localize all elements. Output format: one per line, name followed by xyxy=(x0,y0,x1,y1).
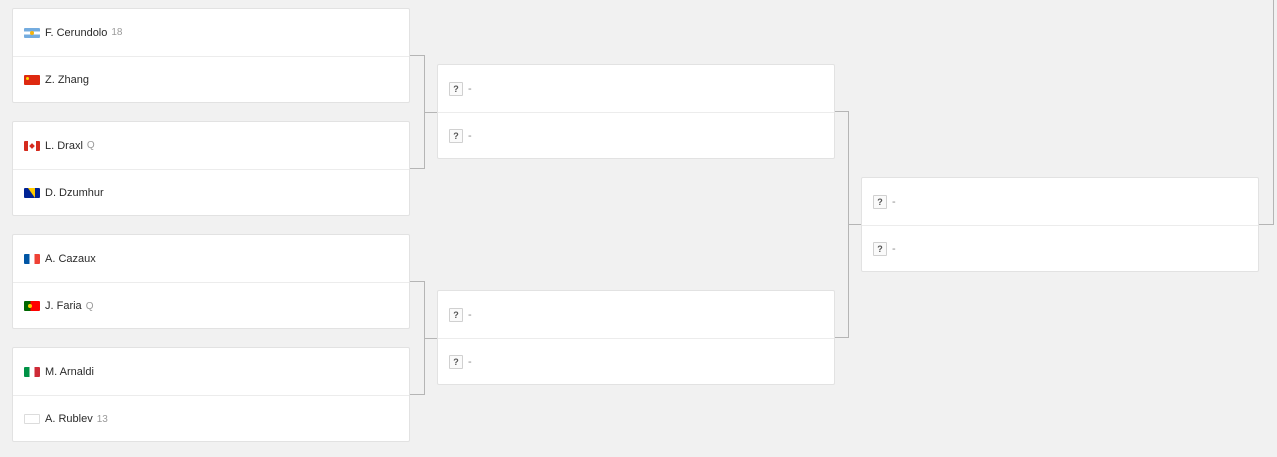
player-seed: 18 xyxy=(111,27,123,38)
player-qualifier-tag: Q xyxy=(86,140,95,151)
tbd-row[interactable]: ? - xyxy=(438,291,834,338)
bracket-connector xyxy=(1273,0,1274,225)
tbd-placeholder: - xyxy=(892,195,896,208)
player-name: J. Faria xyxy=(45,300,82,312)
bracket-connector xyxy=(1259,224,1273,225)
tbd-row[interactable]: ? - xyxy=(438,112,834,159)
tbd-placeholder: - xyxy=(468,308,472,321)
tbd-row[interactable]: ? - xyxy=(438,65,834,112)
tbd-row[interactable]: ? - xyxy=(862,178,1258,225)
player-row[interactable]: Z. Zhang xyxy=(13,56,409,103)
blank-flag-icon xyxy=(24,414,40,424)
bracket-connector xyxy=(425,338,437,339)
player-row[interactable]: D. Dzumhur xyxy=(13,169,409,216)
unknown-player-icon: ? xyxy=(449,129,463,143)
player-row[interactable]: A. Rublev 13 xyxy=(13,395,409,442)
unknown-player-icon: ? xyxy=(873,242,887,256)
player-name: A. Cazaux xyxy=(45,252,96,265)
portugal-flag-icon xyxy=(24,301,40,311)
round1-match-4: M. Arnaldi A. Rublev 13 xyxy=(12,347,410,442)
tbd-placeholder: - xyxy=(468,356,472,368)
player-row[interactable]: M. Arnaldi xyxy=(13,348,409,395)
player-row[interactable]: A. Cazaux xyxy=(13,235,409,282)
player-name: D. Dzumhur xyxy=(45,187,104,199)
france-flag-icon xyxy=(24,253,40,264)
china-flag-icon xyxy=(24,75,40,85)
tbd-row[interactable]: ? - xyxy=(438,338,834,385)
unknown-player-icon: ? xyxy=(449,81,463,96)
canada-flag-icon xyxy=(24,140,40,151)
unknown-player-icon: ? xyxy=(449,307,463,322)
round1-match-3: A. Cazaux J. Faria Q xyxy=(12,234,410,329)
bracket-connector xyxy=(410,55,425,169)
bracket-connector xyxy=(425,112,437,113)
italy-flag-icon xyxy=(24,366,40,377)
player-name: Z. Zhang xyxy=(45,74,90,86)
player-name: F. Cerundolo xyxy=(45,26,108,39)
argentina-flag-icon xyxy=(24,27,40,38)
player-name: A. Rublev xyxy=(45,413,93,425)
tbd-placeholder: - xyxy=(892,243,896,255)
round1-match-1: F. Cerundolo 18 Z. Zhang xyxy=(12,8,410,103)
tbd-row[interactable]: ? - xyxy=(862,225,1258,272)
player-row[interactable]: L. Draxl Q xyxy=(13,122,409,169)
bosnia-flag-icon xyxy=(24,188,40,198)
player-name: L. Draxl xyxy=(45,139,83,152)
round3-match-1: ? - ? - xyxy=(861,177,1259,272)
bracket-connector xyxy=(849,224,861,225)
unknown-player-icon: ? xyxy=(873,194,887,209)
tbd-placeholder: - xyxy=(468,130,472,142)
player-name: M. Arnaldi xyxy=(45,365,94,378)
bracket-connector xyxy=(835,111,849,338)
unknown-player-icon: ? xyxy=(449,355,463,369)
tbd-placeholder: - xyxy=(468,82,472,95)
player-row[interactable]: J. Faria Q xyxy=(13,282,409,329)
round2-match-2: ? - ? - xyxy=(437,290,835,385)
player-qualifier-tag: Q xyxy=(85,300,94,312)
round1-match-2: L. Draxl Q D. Dzumhur xyxy=(12,121,410,216)
player-row[interactable]: F. Cerundolo 18 xyxy=(13,9,409,56)
round2-match-1: ? - ? - xyxy=(437,64,835,159)
player-seed: 13 xyxy=(96,413,108,425)
bracket-connector xyxy=(410,281,425,395)
